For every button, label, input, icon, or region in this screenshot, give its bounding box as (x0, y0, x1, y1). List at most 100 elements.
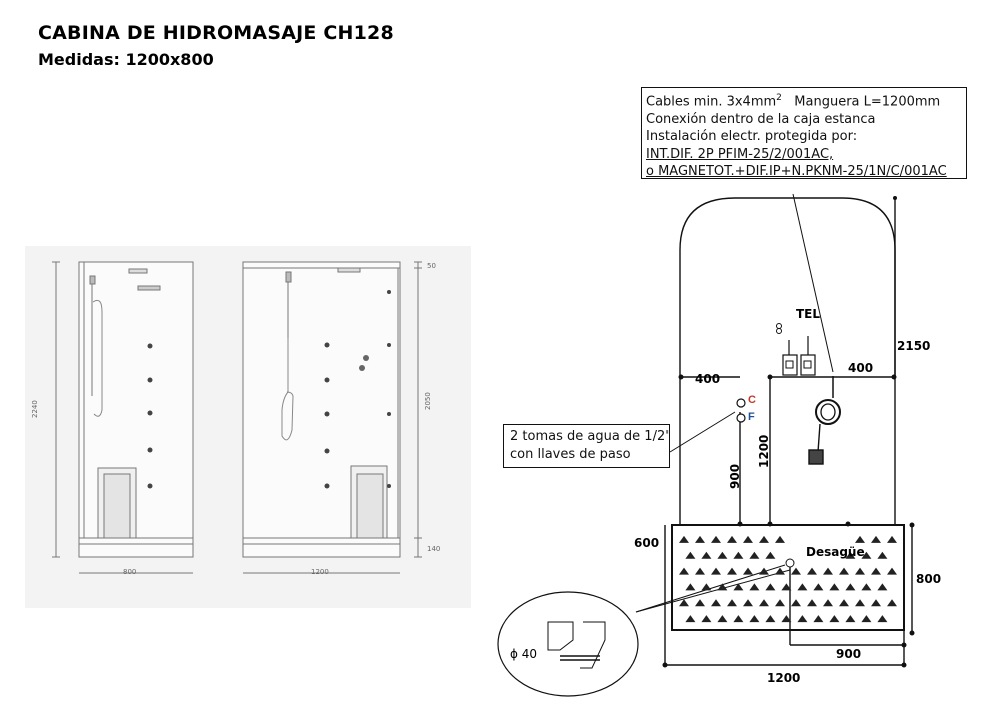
dim-tray-width: 1200 (767, 671, 801, 685)
page-title: CABINA DE HIDROMASAJE CH128 (38, 22, 394, 44)
install-plan (497, 193, 913, 697)
tray-triangle (717, 551, 728, 559)
tray-triangle (685, 615, 696, 623)
tray-triangle (807, 567, 817, 575)
outlet-icon (776, 323, 782, 329)
tray-triangle (717, 583, 728, 591)
dim-height-total: 2240 (31, 400, 39, 418)
hot-valve-icon (736, 398, 746, 408)
side-elevation (52, 261, 194, 574)
tray-triangle (759, 535, 769, 543)
front-elevation (242, 261, 422, 574)
tray-triangle (845, 551, 856, 559)
dim-tray-front: 600 (634, 536, 660, 550)
note-line-protection: Instalación electr. protegida por: (646, 129, 858, 145)
tray-triangle (695, 567, 705, 575)
tray-triangle (823, 599, 833, 607)
page-subtitle: Medidas: 1200x800 (38, 50, 214, 69)
tray-triangle (717, 615, 728, 623)
tray-triangle (701, 615, 712, 623)
dim-right-offset: 400 (848, 361, 874, 375)
tray-triangle (861, 615, 872, 623)
tray-triangle (839, 567, 849, 575)
tray-triangle (781, 583, 792, 591)
tray-triangle (775, 599, 785, 607)
tray-triangle (749, 615, 760, 623)
hot-valve-label: C (748, 394, 756, 406)
tray-triangle (749, 551, 760, 559)
tray-triangle (727, 599, 737, 607)
tray-triangle (759, 599, 769, 607)
tray-triangle (685, 551, 696, 559)
tray-triangle (887, 567, 897, 575)
drain-icon (785, 558, 795, 568)
water-line-2: con llaves de paso (510, 447, 631, 462)
tray-triangle (871, 535, 881, 543)
dim-electric-height: 1200 (757, 434, 771, 468)
tray-triangle (877, 583, 888, 591)
tray-triangle (887, 535, 897, 543)
note-line-int-dif: INT.DIF. 2P PFIM-25/2/001AC, (646, 146, 834, 162)
diameter-label: ϕ 40 (510, 647, 538, 661)
tray-triangle (727, 535, 737, 543)
electrical-note-box: Cables min. 3x4mm2 Manguera L=1200mm Con… (641, 87, 967, 179)
tray-triangle (877, 615, 888, 623)
tray-pattern (679, 535, 897, 623)
tray-triangle (701, 583, 712, 591)
dim-width-side: 800 (123, 568, 137, 576)
tel-label: TEL (796, 307, 821, 321)
tray-triangle (775, 535, 785, 543)
tray-triangle (743, 535, 753, 543)
tray-triangle (861, 583, 872, 591)
tray-triangle (695, 599, 705, 607)
tray-triangle (855, 567, 865, 575)
tray-triangle (759, 567, 769, 575)
note-line-connection: Conexión dentro de la caja estanca (646, 111, 876, 127)
tray-triangle (855, 599, 865, 607)
tray-triangle (711, 535, 721, 543)
dim-base-height: 140 (427, 545, 441, 553)
tray-triangle (823, 567, 833, 575)
tray-triangle (797, 583, 808, 591)
cold-valve-icon (736, 413, 746, 423)
tray-triangle (765, 583, 776, 591)
note-line-cables: Cables min. 3x4mm2 Manguera L=1200mm (646, 93, 941, 110)
tray-triangle (829, 615, 840, 623)
water-note-box: 2 tomas de agua de 1/2" con llaves de pa… (503, 424, 671, 468)
tray-triangle (807, 599, 817, 607)
dim-wall-height: 2150 (897, 339, 931, 353)
tray-triangle (765, 615, 776, 623)
tray-triangle (871, 599, 881, 607)
dim-left-offset: 400 (695, 372, 721, 386)
tray-triangle (701, 551, 712, 559)
tray-triangle (781, 615, 792, 623)
tray-triangle (733, 551, 744, 559)
tray-triangle (679, 599, 689, 607)
tray-triangle (887, 599, 897, 607)
tray-triangle (679, 567, 689, 575)
tray-triangle (765, 551, 776, 559)
dim-top-gap: 50 (427, 262, 436, 270)
tray-triangle (791, 567, 801, 575)
tray-triangle (829, 583, 840, 591)
tray-triangle (679, 535, 689, 543)
tray-triangle (775, 567, 785, 575)
tray-triangle (711, 599, 721, 607)
tray-triangle (877, 551, 888, 559)
tray-triangle (813, 583, 824, 591)
tray-triangle (871, 567, 881, 575)
dim-height-inner: 2050 (424, 392, 432, 410)
tray-triangle (813, 615, 824, 623)
tray-triangle (733, 583, 744, 591)
dim-drain-offset: 900 (836, 647, 862, 661)
tray-triangle (845, 583, 856, 591)
tray-triangle (743, 599, 753, 607)
dim-width-front: 1200 (311, 568, 329, 576)
tray-triangle (839, 599, 849, 607)
tray-triangle (845, 615, 856, 623)
tray-triangle (711, 567, 721, 575)
tray-triangle (733, 615, 744, 623)
tray-triangle (797, 615, 808, 623)
tray-triangle (727, 567, 737, 575)
cold-valve-label: F (748, 411, 755, 423)
